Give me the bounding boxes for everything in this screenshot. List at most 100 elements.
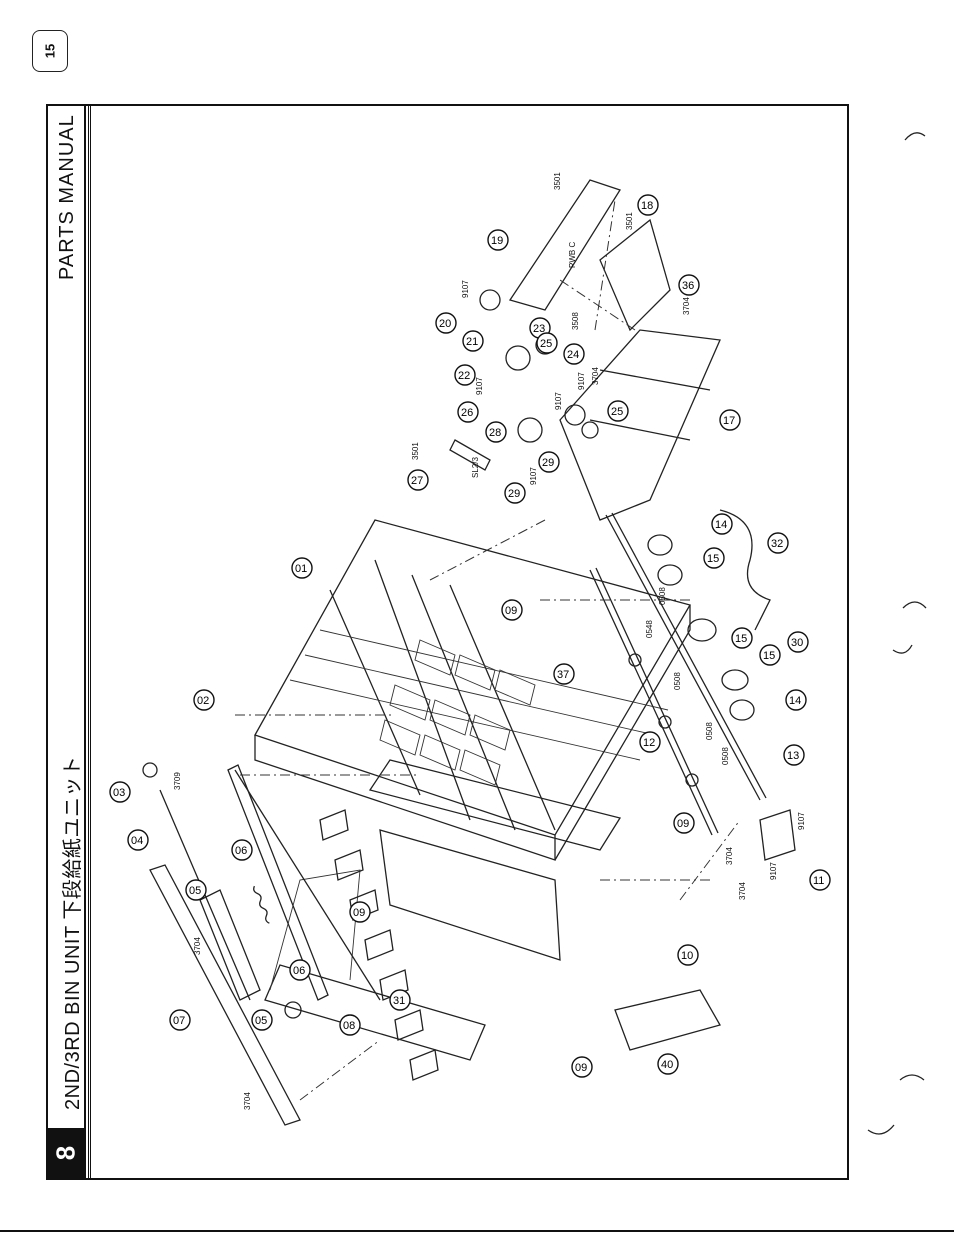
callout-02: 02 xyxy=(193,689,215,711)
callout-40: 40 xyxy=(657,1053,679,1075)
svg-text:37: 37 xyxy=(557,669,569,681)
svg-text:17: 17 xyxy=(723,415,735,427)
svg-text:18: 18 xyxy=(641,200,653,212)
callout-05a: 05 xyxy=(185,879,207,901)
svg-text:07: 07 xyxy=(173,1015,185,1027)
callout-18: 18 xyxy=(637,194,659,216)
callout-09b: 09 xyxy=(349,901,371,923)
bracket xyxy=(759,809,796,861)
callout-04: 04 xyxy=(127,829,149,851)
leader-lines xyxy=(235,199,741,1101)
sidebar-double-rule xyxy=(88,104,91,1180)
svg-text:08: 08 xyxy=(343,1020,355,1032)
sensor-label: SL2/3 xyxy=(471,457,480,478)
scan-mark-5 xyxy=(867,1124,895,1135)
page-number-tab: 15 xyxy=(32,30,68,72)
svg-text:01: 01 xyxy=(295,563,307,575)
callout-09d: 09 xyxy=(571,1056,593,1078)
callout-09a: 09 xyxy=(501,599,523,621)
screw-code: 9107 xyxy=(529,467,538,485)
screw-code: 3501 xyxy=(625,212,634,230)
svg-text:15: 15 xyxy=(735,633,747,645)
svg-text:22: 22 xyxy=(458,370,470,382)
callout-10: 10 xyxy=(677,944,699,966)
left-rail-assembly xyxy=(142,762,381,1126)
roller-shafts xyxy=(589,512,767,836)
callout-01: 01 xyxy=(291,557,313,579)
title-sidebar xyxy=(46,104,86,1180)
svg-text:30: 30 xyxy=(791,637,803,649)
callout-32: 32 xyxy=(767,532,789,554)
screw-code: 3508 xyxy=(571,312,580,330)
callout-25a: 25 xyxy=(536,332,558,354)
svg-text:09: 09 xyxy=(575,1062,587,1074)
scan-mark-3 xyxy=(892,644,913,654)
screw-code: 9107 xyxy=(769,862,778,880)
screw-code: 9107 xyxy=(577,372,586,390)
svg-text:29: 29 xyxy=(508,488,520,500)
svg-text:29: 29 xyxy=(542,457,554,469)
callout-27: 27 xyxy=(407,469,429,491)
svg-text:25: 25 xyxy=(611,406,623,418)
svg-text:27: 27 xyxy=(411,475,423,487)
screw-code: 9107 xyxy=(797,812,806,830)
screw-code: 3501 xyxy=(411,442,420,460)
callout-28: 28 xyxy=(485,421,507,443)
bottom-rule xyxy=(0,1230,954,1232)
svg-text:15: 15 xyxy=(707,553,719,565)
svg-text:31: 31 xyxy=(393,995,405,1007)
svg-text:03: 03 xyxy=(113,787,125,799)
svg-text:13: 13 xyxy=(787,750,799,762)
callout-29a: 29 xyxy=(538,451,560,473)
screw-code: 3704 xyxy=(682,297,691,315)
callout-36: 36 xyxy=(678,274,700,296)
callout-14a: 14 xyxy=(711,513,733,535)
tray-housing xyxy=(254,519,691,1061)
svg-text:09: 09 xyxy=(353,907,365,919)
screw-code: 0508 xyxy=(673,672,682,690)
screw-code: 3709 xyxy=(173,772,182,790)
callout-09c: 09 xyxy=(673,812,695,834)
callout-20: 20 xyxy=(435,312,457,334)
callout-03: 03 xyxy=(109,781,131,803)
callout-37: 37 xyxy=(553,663,575,685)
svg-text:32: 32 xyxy=(771,538,783,550)
svg-text:23: 23 xyxy=(533,323,545,335)
svg-text:09: 09 xyxy=(677,818,689,830)
drive-assembly xyxy=(449,179,721,521)
screw-code: 9107 xyxy=(475,377,484,395)
callout-17: 17 xyxy=(719,409,741,431)
svg-text:15: 15 xyxy=(763,650,775,662)
callout-24: 24 xyxy=(563,343,585,365)
svg-text:24: 24 xyxy=(567,349,579,361)
svg-text:12: 12 xyxy=(643,737,655,749)
screw-code: 3704 xyxy=(725,847,734,865)
svg-text:04: 04 xyxy=(131,835,143,847)
feed-rollers xyxy=(647,534,755,721)
callout-29b: 29 xyxy=(504,482,526,504)
svg-text:06: 06 xyxy=(235,845,247,857)
callout-06a: 06 xyxy=(231,839,253,861)
callout-06b: 06 xyxy=(289,959,311,981)
callout-14b: 14 xyxy=(785,689,807,711)
svg-text:28: 28 xyxy=(489,427,501,439)
lift-fingers xyxy=(319,809,439,1081)
callout-11: 11 xyxy=(809,869,831,891)
spring xyxy=(253,885,270,924)
callout-07: 07 xyxy=(169,1009,191,1031)
section-badge: 8 xyxy=(47,1128,85,1178)
callout-31: 31 xyxy=(389,989,411,1011)
callout-26: 26 xyxy=(457,401,479,423)
svg-text:09: 09 xyxy=(505,605,517,617)
scan-mark-4 xyxy=(899,1074,925,1081)
screw-code: 0508 xyxy=(658,587,667,605)
svg-text:21: 21 xyxy=(466,336,478,348)
screw-code: 9107 xyxy=(554,392,563,410)
callout-15b: 15 xyxy=(731,627,753,649)
svg-text:36: 36 xyxy=(682,280,694,292)
screw-code: 0508 xyxy=(721,747,730,765)
svg-text:26: 26 xyxy=(461,407,473,419)
screw-code: 3704 xyxy=(591,367,600,385)
svg-text:25: 25 xyxy=(540,338,552,350)
